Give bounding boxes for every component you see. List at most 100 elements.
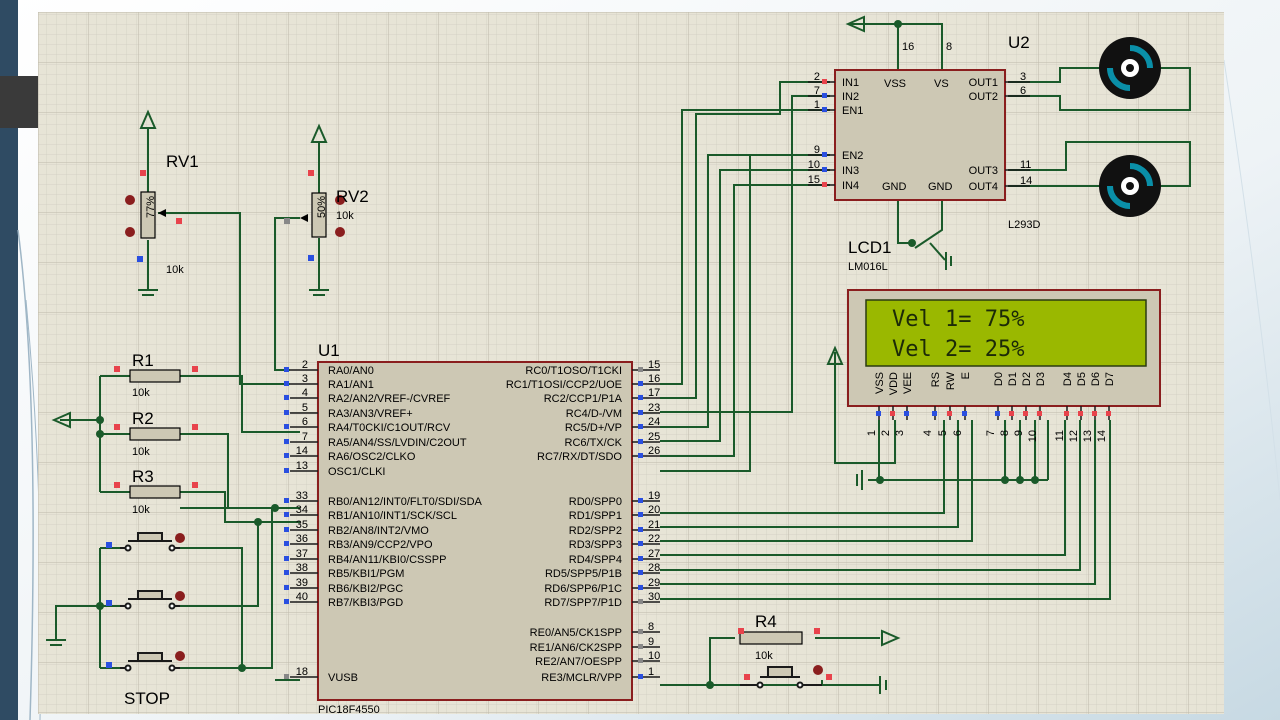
u2-pin-label: OUT4: [969, 181, 998, 193]
u1-pin-label: RA6/OSC2/CLKO: [328, 451, 416, 463]
r2-value: 10k: [132, 446, 150, 458]
lcd-pin-label: VDD: [888, 372, 900, 395]
u1-pin-label: RA5/AN4/SS/LVDIN/C2OUT: [328, 437, 467, 449]
u1-pin-label: RA3/AN3/VREF+: [328, 408, 413, 420]
u1-pin-label: RC5/D+/VP: [565, 422, 622, 434]
u1-pin-number: 4: [302, 387, 308, 399]
u1-pin-number: 19: [648, 490, 660, 502]
u2-pin-label: IN2: [842, 91, 859, 103]
u1-pin-number: 5: [302, 402, 308, 414]
circuit-schematic: 77% RV1 10k 50% RV2 10k R1 10k R2 10k: [38, 12, 1224, 714]
rv1-percent: 77%: [145, 196, 157, 218]
reset-button[interactable]: [740, 666, 822, 689]
r1-ref: R1: [132, 351, 154, 370]
u2-pinnum-8: 8: [946, 41, 952, 53]
u1-pin-number: 6: [302, 416, 308, 428]
u1-pin-marker: [638, 556, 643, 561]
u1-pin-marker: [638, 674, 643, 679]
lcd-pin-label: VEE: [902, 372, 914, 394]
u2-pin-label: OUT1: [969, 77, 998, 89]
u2-gnd-1: GND: [882, 181, 907, 193]
u1-pin-label: RE2/AN7/OESPP: [535, 656, 622, 668]
u2-pin-marker: [822, 93, 827, 98]
u1-pin-label: RC1/T1OSI/CCP2/UOE: [506, 379, 622, 391]
u2-pin-label: IN4: [842, 180, 859, 192]
u1-pin-label: RD0/SPP0: [569, 496, 622, 508]
potentiometer-rv2: 50% RV2 10k: [284, 170, 369, 261]
lcd-ref: LCD1: [848, 238, 891, 257]
u2-part: L293D: [1008, 219, 1040, 231]
u1-pin-label: RD1/SPP1: [569, 510, 622, 522]
u1-pin-number: 28: [648, 562, 660, 574]
u1-pin-label: RB7/KBI3/PGD: [328, 597, 403, 609]
lcd-pin-label: D5: [1076, 372, 1088, 386]
lcd-pin-marker: [947, 411, 952, 416]
u1-pin-number: 38: [296, 562, 308, 574]
u1-pin-number: 29: [648, 577, 660, 589]
lcd-pin-marker: [962, 411, 967, 416]
r2-ref: R2: [132, 409, 154, 428]
lcd-pin-label: RW: [945, 371, 957, 390]
u1-pin-label: RC6/TX/CK: [565, 437, 623, 449]
u1-pin-number: 21: [648, 519, 660, 531]
u1-pin-number: 37: [296, 548, 308, 560]
u1-pin-marker: [638, 453, 643, 458]
lcd-pin-number: 14: [1096, 430, 1108, 442]
u1-pin-number: 17: [648, 387, 660, 399]
lcd-pin-label: D7: [1104, 372, 1116, 386]
u2-pin-number: 3: [1020, 71, 1026, 83]
u1-pin-label: RB5/KBI1/PGM: [328, 568, 404, 580]
u1-pin-marker: [284, 439, 289, 444]
u2-gnd-2: GND: [928, 181, 953, 193]
u1-pin-marker: [284, 512, 289, 517]
u1-pin-label: RA1/AN1: [328, 379, 374, 391]
u1-pin-label: RB6/KBI2/PGC: [328, 583, 403, 595]
lcd-line-2: Vel 2= 25%: [892, 337, 1024, 362]
u1-pin-marker: [284, 468, 289, 473]
u2-pin-number: 2: [814, 71, 820, 83]
pushbutton-1[interactable]: [120, 532, 180, 552]
u1-pin-number: 2: [302, 359, 308, 371]
wires: [55, 23, 1191, 686]
u1-pin-number: 39: [296, 577, 308, 589]
r4-ref: R4: [755, 612, 777, 631]
u1-pin-marker: [638, 381, 643, 386]
u1-pin-label: RC2/CCP1/P1A: [544, 393, 623, 405]
pushbutton-2[interactable]: [120, 590, 180, 610]
u1-pin-marker: [638, 527, 643, 532]
stop-button[interactable]: [120, 652, 180, 672]
u1-pin-marker: [638, 570, 643, 575]
junctions: [96, 20, 1039, 689]
u1-pin-number: 30: [648, 591, 660, 603]
u2-pin-number: 6: [1020, 85, 1026, 97]
u1-pin-label: RB0/AN12/INT0/FLT0/SDI/SDA: [328, 496, 483, 508]
u1-pin-label: RD6/SPP6/P1C: [544, 583, 622, 595]
u1-pin-number: 27: [648, 548, 660, 560]
lcd-display: Vel 1= 75% Vel 2= 25% 1VSS2VDD3VEE4RS5RW…: [847, 289, 1161, 442]
u2-pin-marker: [822, 182, 827, 187]
rv2-value: 10k: [336, 210, 354, 222]
lcd-pin-label: D1: [1007, 372, 1019, 386]
lcd-pin-marker: [1009, 411, 1014, 416]
r1-value: 10k: [132, 387, 150, 399]
u1-pin-number: 9: [648, 636, 654, 648]
u1-pin-number: 14: [296, 445, 308, 457]
u1-pin-label: RD7/SPP7/P1D: [544, 597, 622, 609]
u1-pin-marker: [638, 599, 643, 604]
u2-ref: U2: [1008, 33, 1030, 52]
lcd-pin-number: 7: [985, 430, 997, 436]
u2-pin-number: 9: [814, 144, 820, 156]
u1-pin-marker: [284, 541, 289, 546]
u1-pin-label: VUSB: [328, 672, 358, 684]
u2-pinnum-16: 16: [902, 41, 914, 53]
u2-pin-marker: [822, 107, 827, 112]
u1-pin-number: 3: [302, 373, 308, 385]
lcd-pins: 1VSS2VDD3VEE4RS5RW6E7D08D19D210D311D412D…: [866, 371, 1116, 442]
lcd-pin-number: 8: [999, 430, 1011, 436]
lcd-pin-number: 4: [922, 430, 934, 436]
lcd-pin-marker: [1037, 411, 1042, 416]
u1-pin-marker: [638, 424, 643, 429]
lcd-pin-number: 6: [952, 430, 964, 436]
